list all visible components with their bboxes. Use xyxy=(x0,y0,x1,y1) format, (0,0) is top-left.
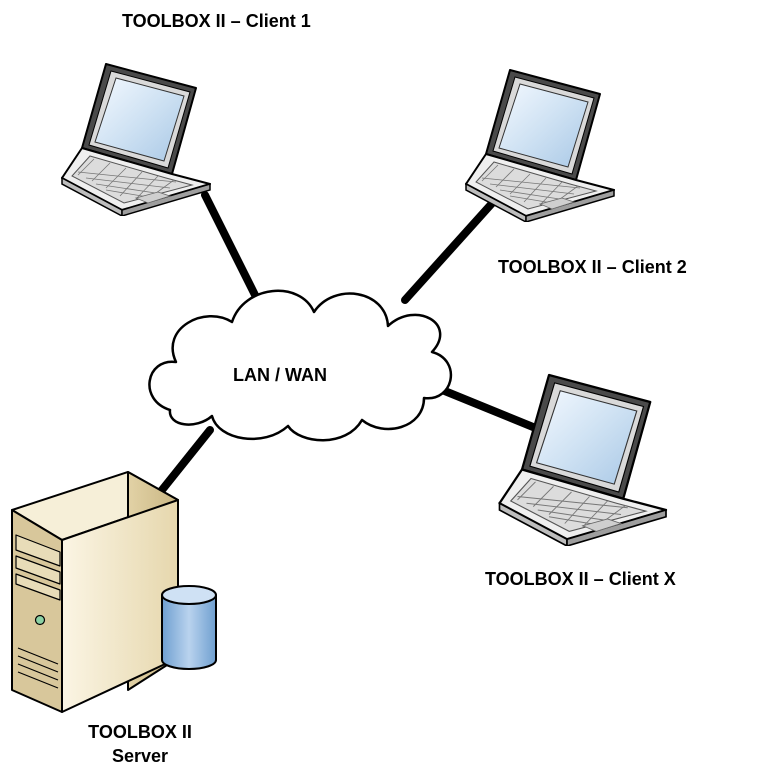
link-client-2 xyxy=(401,196,499,304)
client-x-label: TOOLBOX II – Client X xyxy=(485,569,676,589)
laptop-icon-client-2 xyxy=(465,69,615,222)
server-tower-icon xyxy=(11,471,179,713)
server-label: TOOLBOX II Server xyxy=(40,720,240,768)
client-1-label: TOOLBOX II – Client 1 xyxy=(122,11,311,31)
cloud-icon xyxy=(148,289,453,442)
laptop-icon-client-x xyxy=(498,373,668,546)
server-label-line2: Server xyxy=(111,746,169,766)
server-label-line1: TOOLBOX II xyxy=(88,722,192,742)
network-label: LAN / WAN xyxy=(233,365,327,385)
link-client-1 xyxy=(201,191,259,299)
laptop-icon-client-1 xyxy=(61,63,211,216)
database-icon xyxy=(161,585,217,670)
client-2-label: TOOLBOX II – Client 2 xyxy=(498,257,687,277)
